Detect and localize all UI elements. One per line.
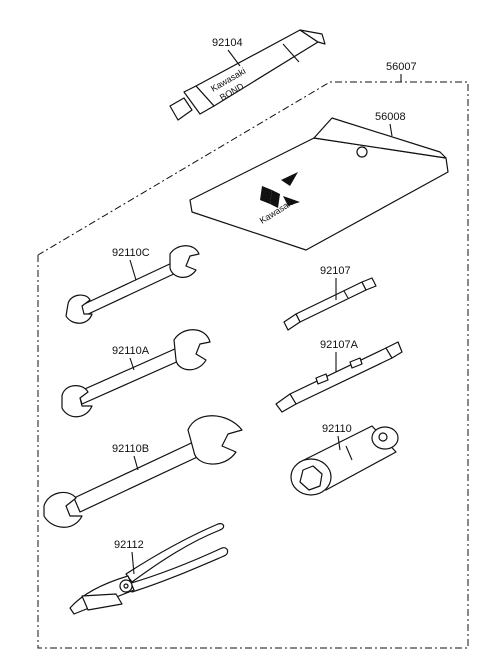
label-92112: 92112 — [114, 539, 144, 551]
wrench-medium[interactable] — [61, 329, 211, 418]
label-92110A: 92110A — [112, 345, 150, 357]
kawasaki-logo — [260, 172, 300, 208]
label-92110B: 92110B — [112, 443, 149, 455]
kit-boundary — [37, 81, 469, 649]
screwdriver-a[interactable] — [283, 277, 377, 331]
label-92107A: 92107A — [320, 339, 359, 351]
label-56007: 56007 — [386, 61, 417, 73]
label-92107: 92107 — [320, 265, 351, 277]
wrench-small[interactable] — [65, 245, 200, 324]
wrench-large[interactable] — [43, 415, 243, 528]
label-92110C: 92110C — [112, 247, 150, 259]
label-92110: 92110 — [322, 423, 352, 435]
label-56008: 56008 — [375, 111, 406, 123]
bond-tube[interactable]: Kawasaki BOND — [169, 29, 326, 121]
socket-wrench[interactable] — [290, 425, 399, 496]
pliers[interactable] — [69, 523, 229, 615]
label-92104: 92104 — [212, 37, 243, 49]
tool-pouch[interactable]: Kawasaki — [189, 117, 449, 251]
screwdriver-b[interactable] — [275, 341, 403, 413]
